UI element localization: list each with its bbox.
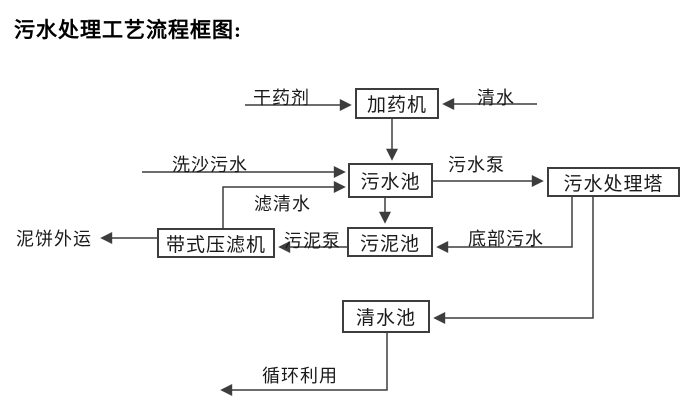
box-belt-filter-press-label: 带式压滤机 [165,234,266,256]
box-dosing-machine: 加药机 [355,88,439,119]
arrow-bottom-sewage-to-sludge-pool [436,197,573,253]
flow-label-recycling: 循环利用 [262,366,338,386]
box-sewage-treatment-tower: 污水处理塔 [547,167,680,197]
box-sludge-pool-label: 污泥池 [359,233,420,255]
flow-label-clean-water: 清水 [477,88,515,108]
box-belt-filter-press: 带式压滤机 [157,228,275,258]
flow-label-bottom-sewage: 底部污水 [468,229,544,249]
flow-label-sewage-pump: 污水泵 [448,155,505,175]
box-clean-water-pool: 清水池 [342,300,430,333]
box-clean-water-pool-label: 清水池 [355,308,416,329]
box-sewage-treatment-tower-label: 污水处理塔 [563,173,664,195]
arrow-clean-pool-to-recycling [220,333,388,396]
flow-label-filtered-water: 滤清水 [254,194,311,214]
box-sludge-pool: 污泥池 [347,227,433,257]
box-sewage-pool-label: 污水池 [360,172,421,193]
flow-label-sand-washing-sewage: 洗沙污水 [172,155,248,175]
flow-label-dry-agent: 干药剂 [253,88,310,108]
flow-label-mud-cake-outbound: 泥饼外运 [16,229,92,249]
flow-label-sludge-pump: 污泥泵 [284,231,341,251]
box-sewage-pool: 污水池 [348,163,433,198]
arrow-filtered-water-to-sewage-pool [222,181,346,228]
arrow-tower-to-clean-pool [433,197,594,324]
page-title: 污水处理工艺流程框图: [14,18,242,42]
box-dosing-machine-label: 加药机 [366,95,427,116]
